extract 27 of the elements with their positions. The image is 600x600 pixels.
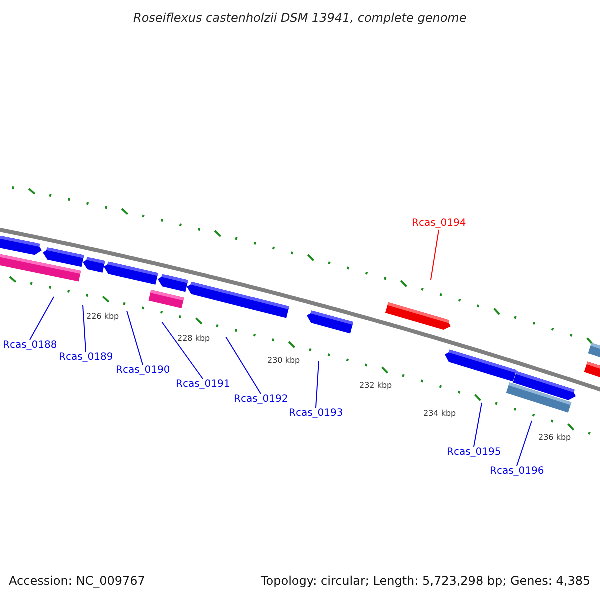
gene-label: Rcas_0196 — [490, 466, 544, 478]
leader-line — [474, 402, 482, 448]
scale-label: 226 kbp — [86, 312, 120, 322]
leader-line — [516, 420, 532, 466]
gene-label: Rcas_0191 — [176, 379, 230, 391]
scale-label: 232 kbp — [360, 381, 392, 391]
leader-line — [316, 360, 320, 408]
leader-line — [430, 230, 440, 280]
accession-text: Accession: NC_009767 — [9, 574, 146, 588]
leader-line — [162, 322, 204, 380]
gene-label: Rcas_0188 — [3, 340, 58, 352]
leader-line — [226, 336, 262, 394]
scale-label: 236 kbp — [538, 433, 572, 443]
chart-title: Roseiflexus castenholzii DSM 13941, complete genome — [134, 11, 467, 25]
gene-label: Rcas_0193 — [289, 408, 344, 420]
scale-label: 234 kbp — [424, 409, 456, 419]
leader-line — [126, 310, 144, 366]
gene-label: Rcas_0189 — [59, 352, 114, 364]
gene-label: Rcas_0192 — [234, 394, 288, 406]
leader-line — [82, 304, 86, 352]
genome-summary-text: Topology: circular; Length: 5,723,298 bp; Genes: 4,385 — [261, 574, 591, 588]
gene-label: Rcas_0195 — [447, 447, 502, 459]
gene-label: Rcas_0194 — [412, 218, 466, 230]
gene-label: Rcas_0190 — [116, 365, 170, 377]
scale-label: 228 kbp — [178, 334, 210, 344]
scale-label: 230 kbp — [268, 356, 300, 366]
leader-line — [30, 296, 54, 340]
